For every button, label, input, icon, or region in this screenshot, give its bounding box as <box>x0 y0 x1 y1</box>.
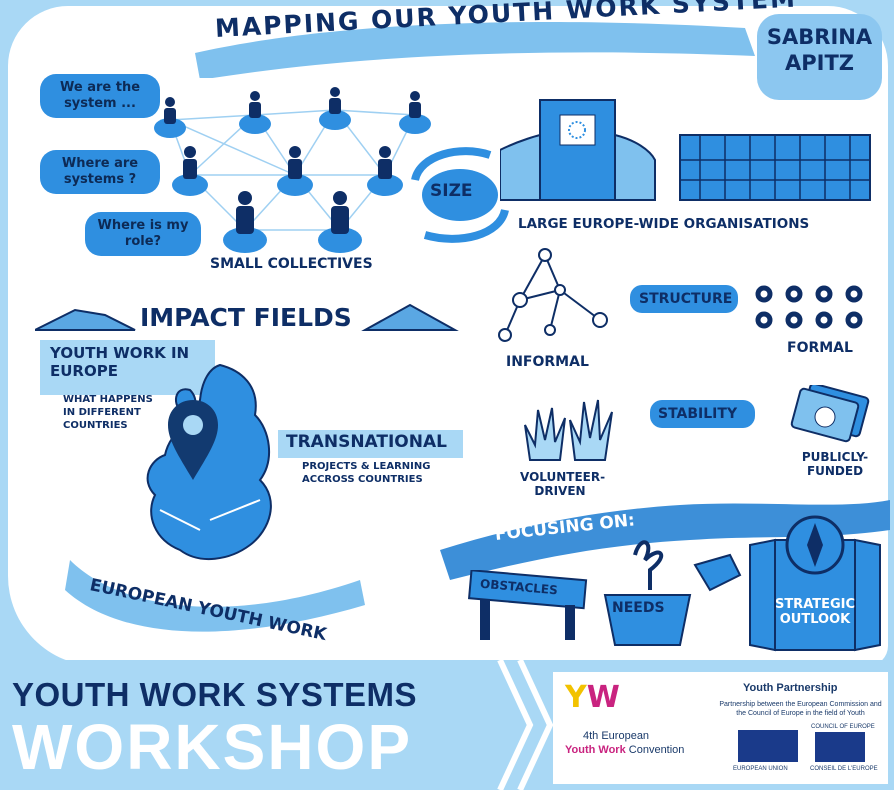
structure-pill <box>630 285 738 313</box>
author-last: APITZ <box>784 51 854 75</box>
structure-label: STRUCTURE <box>639 291 733 307</box>
coe-flag-icon <box>815 732 865 762</box>
strategic-label: STRATEGIC OUTLOOK <box>774 597 856 627</box>
obstacle-barrier-icon <box>467 570 588 640</box>
footer-line-1: YOUTH WORK SYSTEMS <box>12 676 418 713</box>
yw-europe-label: YOUTH WORK IN EUROPE <box>50 344 190 380</box>
question-bubble-2: Where are systems ? <box>40 150 160 194</box>
author-first: SABRINA <box>766 25 873 49</box>
large-orgs-label: LARGE EUROPE-WIDE ORGANISATIONS <box>518 216 810 232</box>
size-label: SIZE <box>430 181 473 201</box>
footer-line-2: WORKSHOP <box>12 711 412 783</box>
people-network <box>154 87 431 253</box>
compass-shield-icon <box>749 515 881 652</box>
question-bubble-3: Where is my role? <box>85 212 201 256</box>
eu-label: EUROPEAN UNION <box>733 766 788 772</box>
question-bubble-1: We are the system ... <box>40 74 160 118</box>
title-ribbon <box>195 22 755 78</box>
european-ribbon <box>65 560 365 632</box>
small-collectives-label: SMALL COLLECTIVES <box>210 256 373 272</box>
logos-panel: YW 4th European Youth Work Convention Yo… <box>553 672 888 784</box>
volunteer-hands-icon <box>524 399 613 461</box>
convention-line-1: 4th European <box>583 730 650 742</box>
yw-europe-sub: WHAT HAPPENS IN DIFFERENT COUNTRIES <box>63 394 153 431</box>
informal-network-icon <box>498 248 608 342</box>
mountains-decor <box>35 303 459 331</box>
public-label: PUBLICLY-FUNDED <box>801 450 869 478</box>
partnership-title: Youth Partnership <box>743 682 838 694</box>
focusing-ribbon <box>440 500 890 580</box>
coe-top-label: COUNCIL OF EUROPE <box>811 724 875 730</box>
convention-line-2: Youth Work Convention <box>565 744 685 756</box>
location-pin-icon <box>168 400 218 480</box>
size-arrows <box>411 147 509 243</box>
formal-label: FORMAL <box>787 340 853 356</box>
yw-logo: YW <box>565 680 620 715</box>
money-icon <box>790 385 870 443</box>
partnership-sub: Partnership between the European Commiss… <box>719 701 882 717</box>
transnational-label: TRANSNATIONAL <box>286 432 447 452</box>
needs-label: NEEDS <box>612 600 665 616</box>
stability-pill <box>650 400 755 428</box>
transnational-sub: PROJECTS & LEARNING ACCROSS COUNTRIES <box>302 461 431 485</box>
volunteer-label: VOLUNTEER-DRIVEN <box>520 470 606 498</box>
impact-title: IMPACT FIELDS <box>140 303 352 332</box>
stability-label: STABILITY <box>658 406 738 422</box>
informal-label: INFORMAL <box>506 354 589 370</box>
eu-flag-icon <box>738 730 798 762</box>
yw-europe-pill <box>40 340 215 395</box>
formal-grid-icon <box>755 285 863 329</box>
coe-label: CONSEIL DE L'EUROPE <box>810 766 878 772</box>
plant-pot-icon <box>603 540 742 646</box>
chevron-decor <box>497 660 554 790</box>
author-badge: SABRINA APITZ <box>757 14 882 100</box>
transnational-pill <box>278 430 463 458</box>
buildings-illustration <box>500 99 871 201</box>
